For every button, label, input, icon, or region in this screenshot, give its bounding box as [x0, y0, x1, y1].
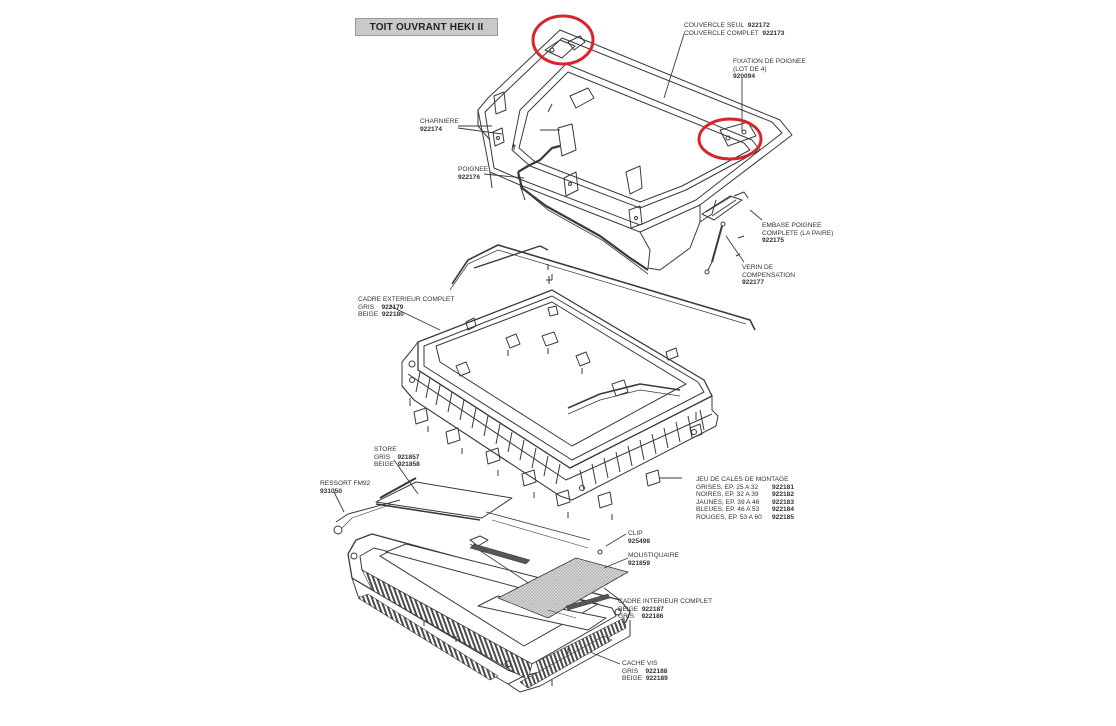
label-embase-poignee: EMBASE POIGNEE COMPLETE (LA PAIRE) 92217… [762, 222, 834, 245]
exterior-frame [401, 244, 756, 520]
label-clip: CLIP 925498 [628, 530, 651, 545]
label-cache-vis: CACHE VIS GRIS 922188 BEIGE 922189 [622, 660, 668, 683]
lid-assembly [477, 29, 793, 275]
label-fixation-poignee: FIXATION DE POIGNEE (LOT DE 4) 920094 [733, 58, 806, 81]
label-jeu-cales: JEU DE CALES DE MONTAGE GRISES, EP. 25 A… [696, 476, 795, 521]
highlight-circles [531, 14, 763, 161]
highlight-circle-hinge [531, 14, 595, 66]
label-verin: VERIN DE COMPENSATION 922177 [742, 264, 795, 287]
diagram-title: TOIT OUVRANT HEKI II [355, 18, 498, 36]
label-store: STORE GRIS 921857 BEIGE 921858 [374, 446, 420, 469]
label-ressort: RESSORT FM92 931050 [320, 480, 371, 495]
label-couvercle: COUVERCLE SEUL 922172 COUVERCLE COMPLET … [684, 22, 785, 37]
label-charniere: CHARNIERE 922174 [420, 118, 459, 133]
screw-covers [357, 593, 613, 689]
label-cadre-interieur: CADRE INTERIEUR COMPLET BEIGE 922187 GRI… [618, 598, 713, 621]
label-poignee: POIGNEE 922176 [458, 166, 489, 181]
blind-assembly [333, 477, 513, 535]
interior-frame [347, 511, 631, 693]
label-moustiquaire: MOUSTIQUAIRE 921859 [628, 552, 679, 567]
label-cadre-exterieur: CADRE EXTERIEUR COMPLET GRIS 922179 BEIG… [358, 296, 455, 319]
highlight-circle-handle-fixing [697, 117, 763, 161]
leader-lines [333, 33, 763, 665]
